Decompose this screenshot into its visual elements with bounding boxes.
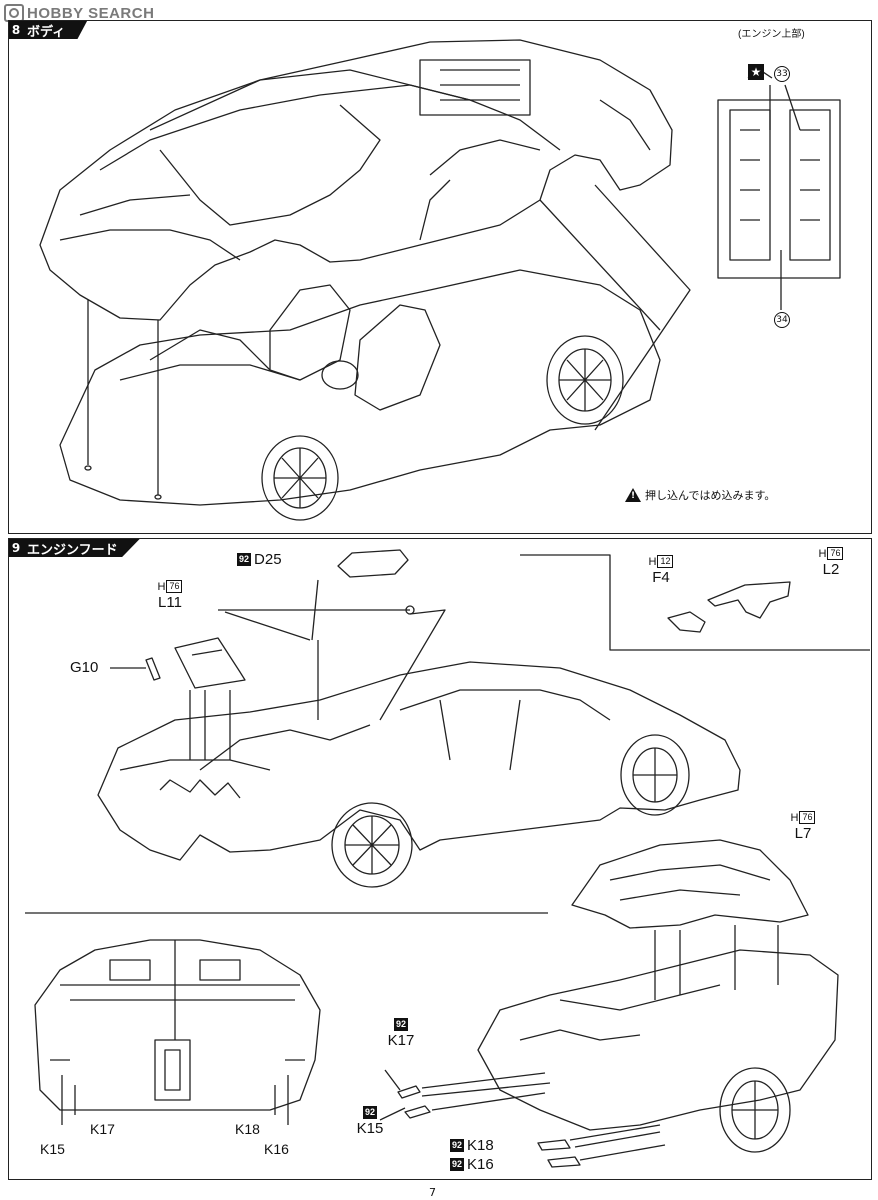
h-letter: H [648,555,657,568]
part-k18-callout: 92 K18 [450,1137,494,1154]
part-name: D25 [254,551,282,568]
part-name: L7 [794,825,812,842]
step-title: エンジンフード [23,539,140,557]
h-code: 76 [827,547,844,560]
part-33-callout: 33 [774,66,790,82]
rear-k17-label: K17 [90,1121,115,1137]
page-number: 7 [429,1186,436,1199]
tree-code-badge: 92 [362,1106,377,1119]
part-34-number: 34 [776,315,788,325]
part-name: K18 [467,1137,494,1154]
h-letter: H [157,580,166,593]
part-name: L2 [822,561,840,578]
part-33-number: 33 [776,69,788,79]
step-number: 8 [9,21,23,39]
h-code: 12 [657,555,674,568]
h-code: 76 [799,811,816,824]
part-name: K16 [467,1156,494,1173]
tree-code-badge: 92 [450,1158,465,1171]
step-8-panel: 8 ボディ [8,20,872,534]
part-name: F4 [652,569,670,586]
rear-k18-label: K18 [235,1121,260,1137]
part-name: L11 [158,594,182,611]
part-34-callout: 34 [774,312,790,328]
rear-k15-label: K15 [40,1141,65,1157]
star-icon: ★ [748,64,764,80]
part-k17-callout: 92 K17 [383,1018,419,1049]
part-g10-label: G10 [70,659,99,676]
step-9-panel: 9 エンジンフード [8,538,872,1180]
warning-icon [625,488,641,502]
tree-code-badge: 92 [450,1139,465,1152]
rear-k16-label: K16 [264,1141,289,1157]
part-name: K17 [387,1032,415,1049]
press-fit-note: 押し込んではめ込みます。 [625,487,775,503]
part-k15-callout: 92 K15 [352,1106,388,1137]
step-title: ボディ [23,21,88,39]
h-letter: H [818,547,827,560]
part-d25-label: 92 D25 [237,551,282,568]
tree-code-badge: 92 [393,1018,408,1031]
tree-code-badge: 92 [237,553,252,566]
press-fit-note-text: 押し込んではめ込みます。 [645,489,776,502]
step-9-header: 9 エンジンフード [9,539,140,557]
watermark-text: HOBBY SEARCH [27,4,155,22]
h-letter: H [790,811,799,824]
step-number: 9 [9,539,23,557]
step-8-header: 8 ボディ [9,21,88,39]
h-code: 76 [166,580,183,593]
part-name: K15 [356,1120,384,1137]
part-k16-callout: 92 K16 [450,1156,494,1173]
engine-top-label: (エンジン上部) [738,29,805,40]
